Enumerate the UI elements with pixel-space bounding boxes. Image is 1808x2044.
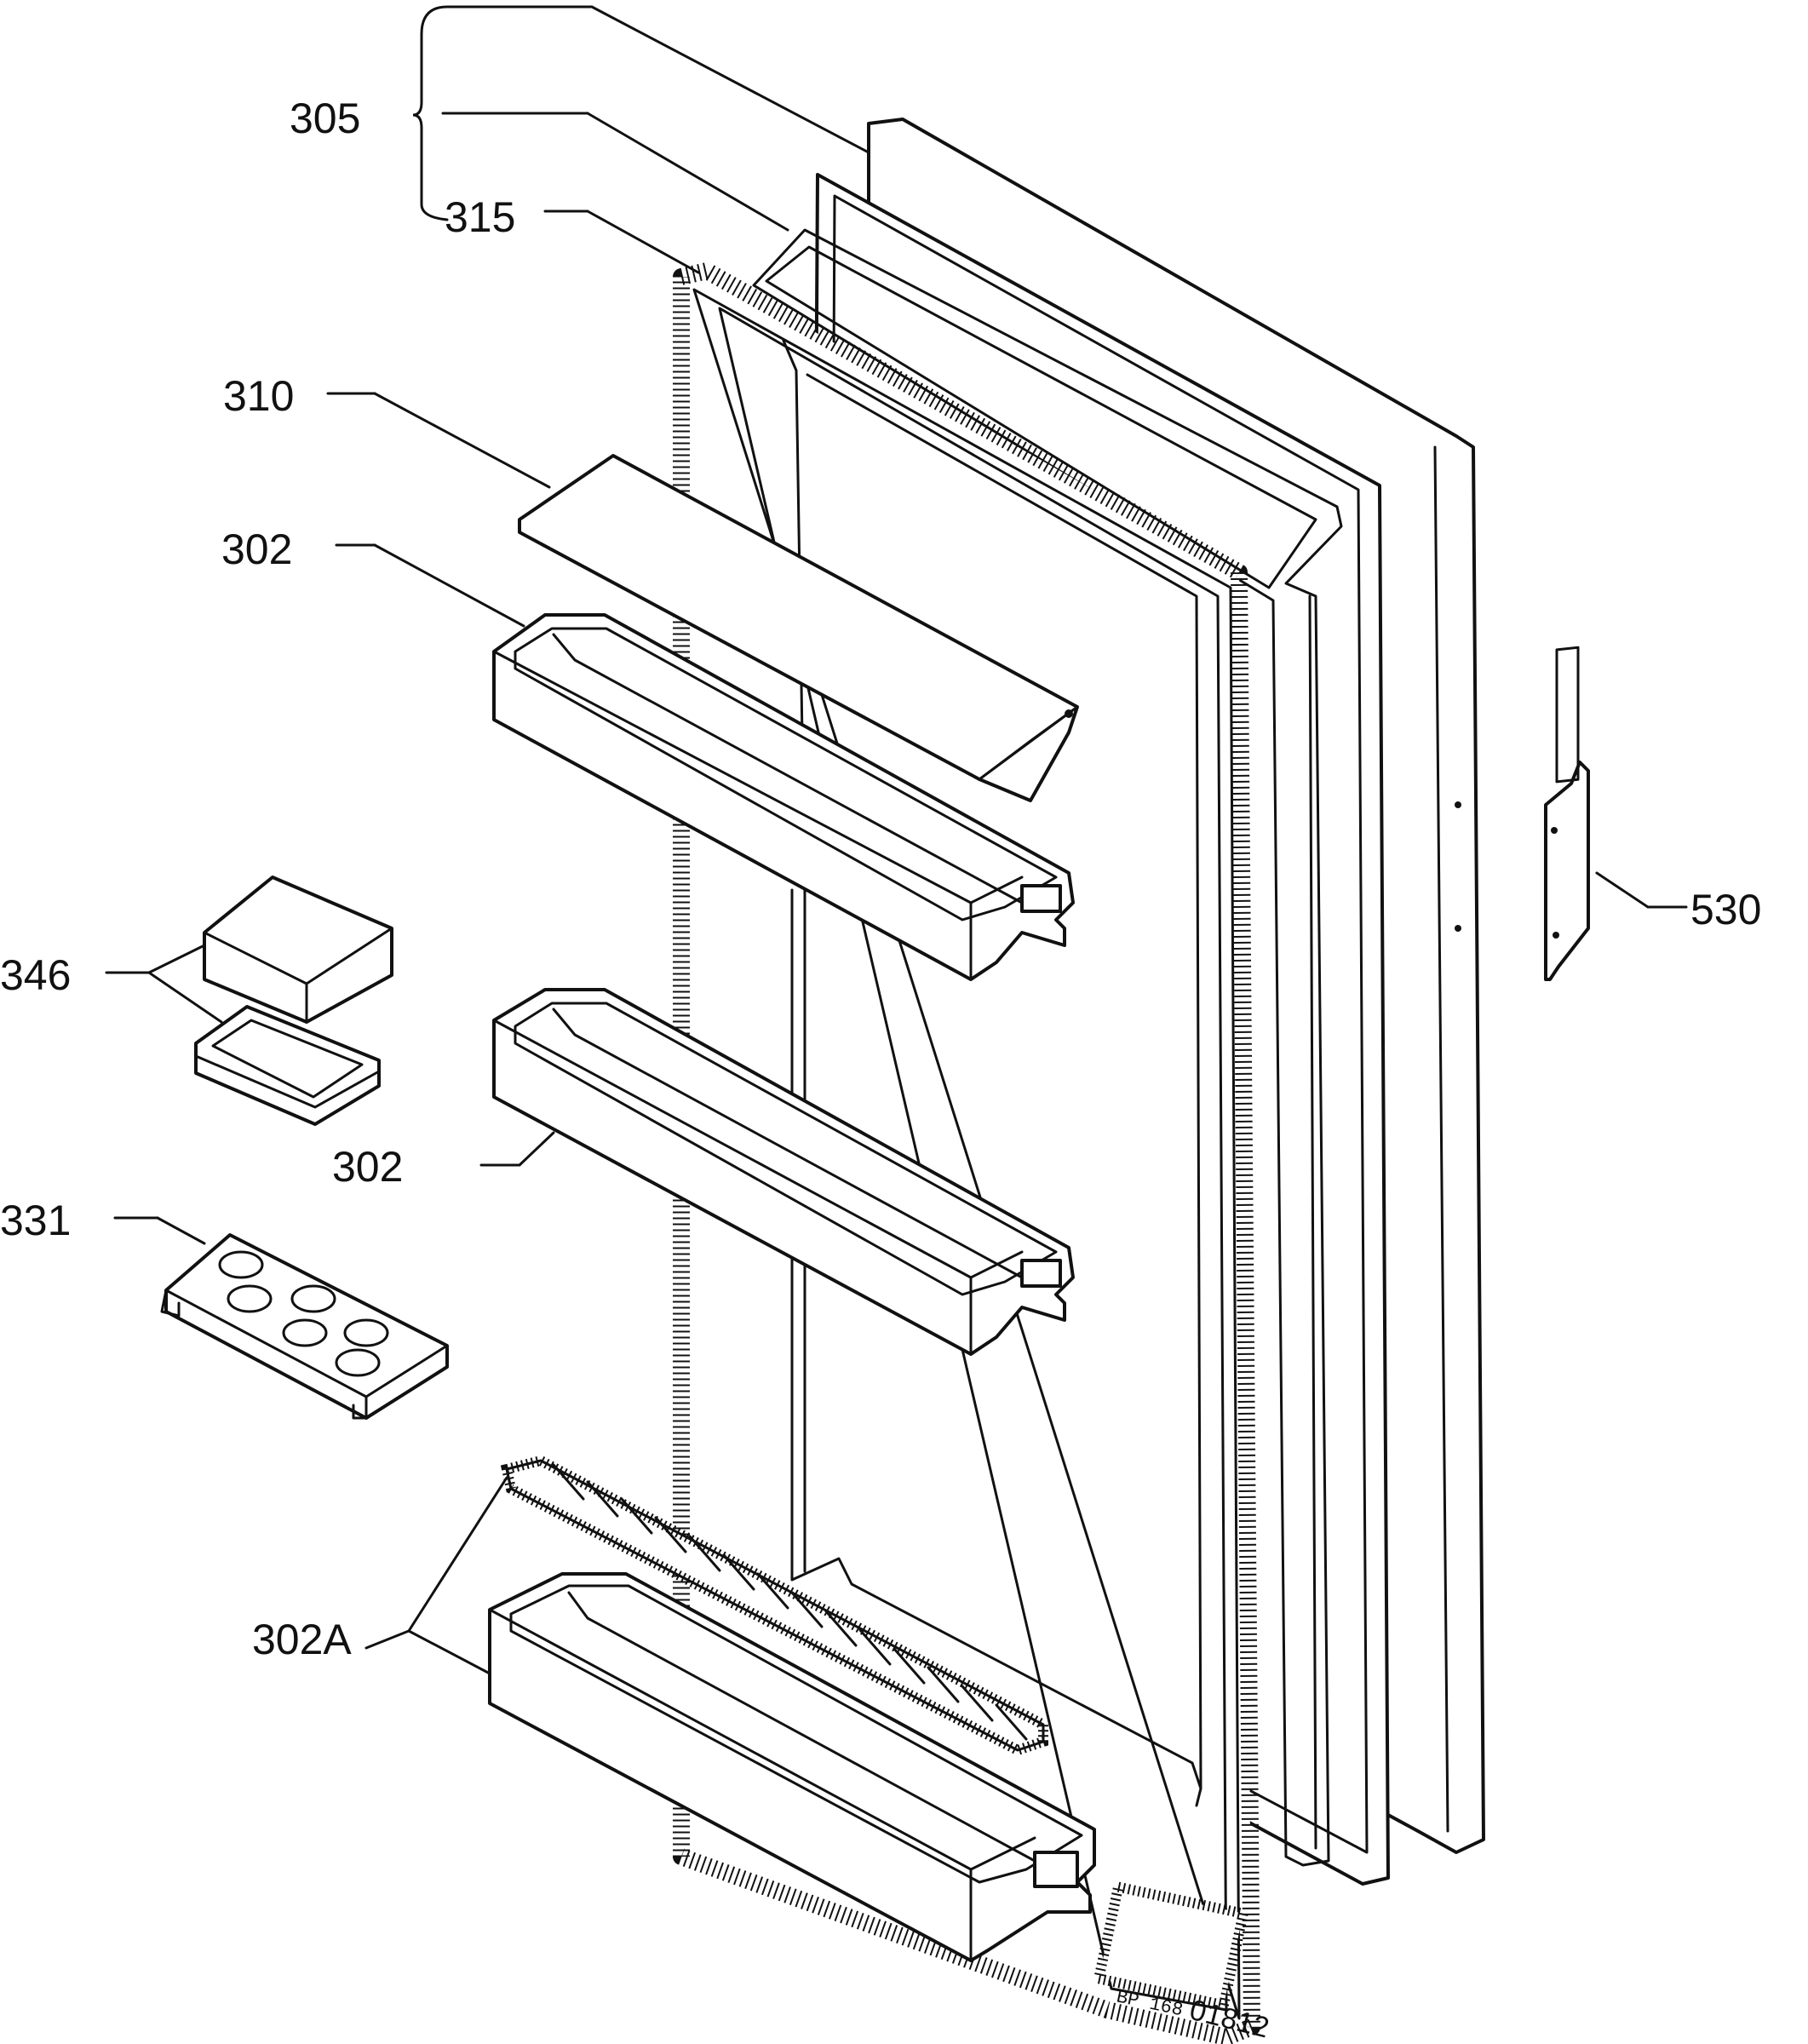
label-315: 315 — [445, 193, 515, 241]
label-302-middle: 302 — [332, 1143, 403, 1191]
part-310-shelf-cover — [518, 454, 1079, 802]
label-530: 530 — [1690, 886, 1761, 933]
part-302-balcony-top — [492, 613, 1075, 981]
label-346: 346 — [0, 951, 71, 999]
gasket-corner-hatch — [1093, 1880, 1249, 2012]
part-331-egg-tray — [160, 1233, 449, 1420]
part-302-balcony-middle — [492, 988, 1075, 1356]
label-302-top: 302 — [221, 525, 292, 573]
clip-top — [1020, 884, 1062, 913]
leader-lines — [105, 5, 1688, 1675]
rail-slots — [552, 1463, 1028, 1741]
clip-bottom — [1033, 1851, 1079, 1888]
label-331: 331 — [0, 1197, 71, 1244]
part-labels: 305 315 310 302 302 346 331 302A 530 — [0, 95, 1761, 1663]
part-302a-retainer-rail — [500, 1455, 1048, 1756]
part-346-butter-box — [194, 876, 393, 1126]
clip-middle — [1020, 1259, 1062, 1288]
label-302a: 302A — [252, 1616, 352, 1663]
label-305: 305 — [290, 95, 360, 142]
part-302a-bottle-shelf — [488, 1572, 1096, 1962]
door-gasket-frame — [673, 262, 1260, 2044]
label-310: 310 — [223, 372, 294, 420]
part-530-bracket — [1544, 646, 1590, 981]
